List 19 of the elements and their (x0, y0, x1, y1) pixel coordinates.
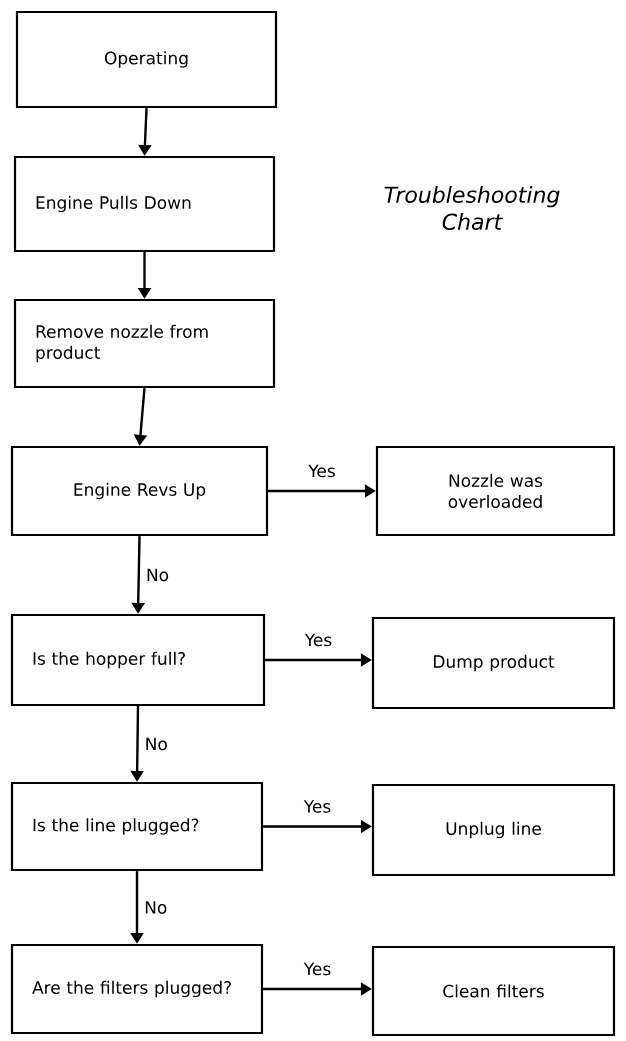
process-box: Nozzle was overloaded (375, 445, 616, 537)
process-box: Operating (15, 10, 278, 109)
process-box: Dump product (371, 616, 616, 710)
edge-label: Yes (302, 961, 333, 977)
edge-label: No (143, 736, 169, 752)
process-box: Is the hopper full? (10, 613, 266, 707)
edge-label: Yes (307, 463, 337, 479)
process-box: Clean filters (371, 945, 616, 1037)
process-box: Engine Pulls Down (13, 155, 276, 253)
process-box: Is the line plugged? (10, 781, 264, 872)
edge-label: Yes (303, 632, 334, 648)
edge-label: No (144, 567, 171, 583)
edge-label: No (143, 900, 169, 915)
process-box: Engine Revs Up (10, 445, 269, 537)
process-box: Unplug line (371, 783, 616, 877)
process-box: Remove nozzle from product (13, 298, 276, 389)
chart-title: Troubleshooting Chart (384, 186, 560, 230)
process-box: Are the filters plugged? (10, 943, 264, 1035)
edge-label: Yes (302, 799, 333, 814)
